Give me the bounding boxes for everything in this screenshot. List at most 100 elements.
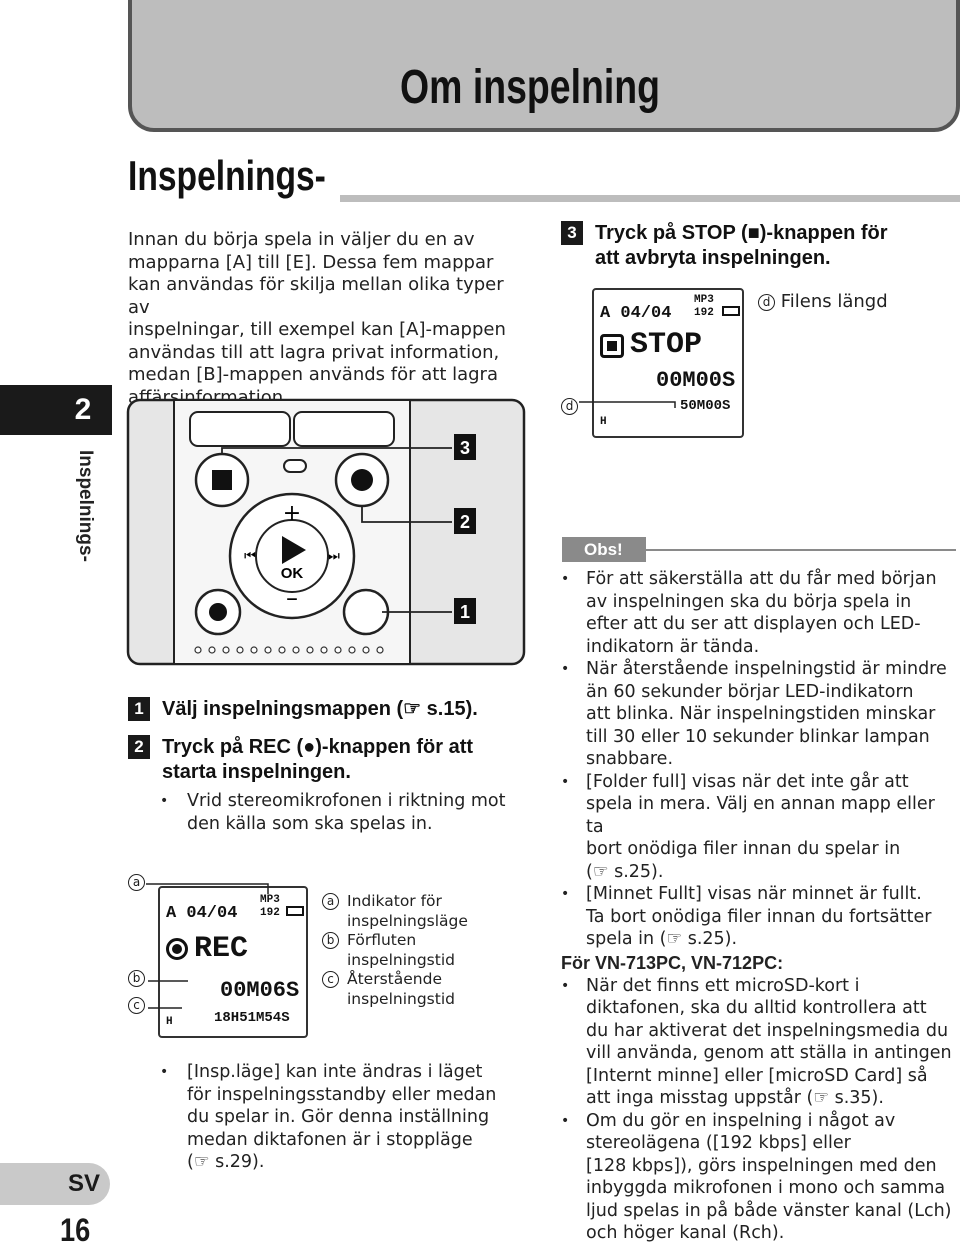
rec-mode-icon	[166, 938, 188, 960]
minus-icon: –	[286, 584, 298, 612]
step-line: starta inspelningen.	[162, 761, 351, 783]
rec-legend: a Indikator för inspelningsläge b Förflu…	[322, 892, 522, 1009]
step-line: Tryck på REC (●)-knappen för att	[162, 736, 474, 758]
bullet-line: du spelar in. Gör denna inställning	[187, 1107, 490, 1127]
elapsed-time: 00M00S	[656, 368, 736, 393]
legend-item: b Förfluten inspelningstid	[322, 931, 522, 970]
format-indicator: MP3	[260, 894, 280, 906]
step-line: att avbryta inspelningen.	[595, 247, 831, 269]
legend-item: a Indikator för inspelningsläge	[322, 892, 522, 931]
language-tab: SV	[0, 1163, 110, 1205]
bullet-dot: •	[561, 886, 570, 902]
ok-label: OK	[281, 565, 304, 582]
callout-line-2	[361, 506, 452, 523]
rec-mode-dot	[172, 944, 182, 954]
remaining-time: 18H51M54S	[214, 1010, 290, 1026]
step-text: Välj inspelningsmappen (☞ s.15).	[162, 698, 478, 720]
callout-box-3	[454, 434, 476, 460]
marker-c: c	[128, 997, 145, 1014]
legend-line: inspelningstid	[347, 950, 455, 969]
intro-line: Innan du börja spela in väljer du en av	[128, 229, 475, 250]
top-button-right	[293, 411, 395, 447]
step-number: 2	[128, 735, 150, 759]
legend-marker: d	[758, 294, 775, 311]
section-title: Inspelnings-	[128, 152, 326, 199]
step-line: Tryck på STOP (■)-knappen för	[595, 222, 888, 244]
mic-indicator: H	[600, 416, 607, 428]
elapsed-time: 00M06S	[220, 978, 300, 1003]
legend-item: c Återstående inspelningstid	[322, 970, 522, 1009]
stop-icon	[212, 470, 232, 490]
plus-icon: +	[283, 501, 301, 526]
legend-marker: b	[322, 932, 339, 949]
marker-d: d	[561, 398, 578, 415]
intro-line: användas till att lagra privat informati…	[128, 341, 500, 363]
step-2: 2 Tryck på REC (●)-knappen för att start…	[128, 735, 538, 783]
rec-icon	[351, 469, 373, 491]
intro-paragraph: Innan du börja spela in väljer du en av …	[128, 229, 528, 409]
mode-label: STOP	[630, 328, 703, 362]
legend-line: Indikator för	[347, 892, 442, 910]
bullet-line: (☞ s.29).	[187, 1152, 265, 1172]
format-indicator: MP3	[694, 294, 714, 306]
stop-marker-leader	[579, 401, 676, 408]
insp-bullet: • [Insp.läge] kan inte ändras i läget fö…	[160, 1061, 540, 1174]
bullet-line: för inspelningsstandby eller medan	[187, 1084, 497, 1105]
bullet-dot: •	[561, 773, 570, 790]
marker-a: a	[128, 874, 145, 891]
rec-marker-leaders	[146, 883, 269, 1009]
step-text: Tryck på STOP (■)-knappen för att avbryt…	[595, 221, 955, 271]
step-3: 3 Tryck på STOP (■)-knappen för att avbr…	[561, 221, 956, 269]
file-length: 50M00S	[680, 398, 731, 414]
step-text: Tryck på REC (●)-knappen för att starta …	[162, 735, 542, 785]
bullet-line: [Insp.läge] kan inte ändras i läget	[187, 1062, 483, 1082]
folder-button-dot	[209, 603, 227, 621]
bullet-dot: •	[561, 1112, 570, 1129]
marker-b: b	[128, 970, 145, 987]
bullet-dot: •	[160, 1064, 169, 1080]
step-2-bullet: • Vrid stereomikrofonen i riktning mot d…	[160, 790, 540, 835]
legend-line: Förfluten	[347, 931, 417, 949]
speaker-grille	[194, 646, 384, 654]
legend-marker: c	[322, 971, 339, 988]
bullet-line: medan diktafonen är i stoppläge	[187, 1129, 473, 1150]
bitrate-indicator: 192	[694, 307, 714, 319]
step-number: 3	[561, 221, 583, 245]
rewind-icon: ⏮	[244, 549, 256, 564]
mic-indicator: H	[166, 1016, 173, 1028]
top-button-left	[189, 411, 291, 447]
erase-button	[342, 588, 390, 636]
callout-line-3	[221, 447, 452, 454]
forward-icon: ⏭	[328, 549, 340, 564]
chapter-vertical-label: Inspelnings-	[75, 450, 96, 562]
rec-lcd: A 04/04 MP3 192 REC 00M06S 18H51M54S H	[158, 886, 308, 1038]
recorder-diagram: OK + – ⏮ ⏭ 3 2 1	[126, 398, 526, 666]
chapter-tab: 2	[0, 385, 112, 435]
battery-icon	[286, 906, 304, 916]
legend-line: inspelningsläge	[347, 911, 468, 930]
obs-label: Obs!	[562, 537, 646, 562]
legend-text: Filens längd	[780, 291, 888, 312]
stop-lcd: A 04/04 MP3 192 STOP 00M00S 50M00S H	[592, 288, 744, 438]
folder-indicator: A 04/04	[166, 904, 238, 923]
callout-1: 1	[460, 602, 470, 622]
callout-2: 2	[460, 512, 470, 532]
callout-box-2	[454, 508, 476, 534]
battery-icon	[722, 306, 740, 316]
rec-screen-figure: a b c A 04/04 MP3 192 REC 00M06S 18H51M5…	[128, 870, 328, 1040]
bitrate-indicator: 192	[260, 907, 280, 919]
bullet-dot: •	[561, 571, 570, 587]
stop-mode-square	[607, 341, 617, 351]
obs-rule	[646, 549, 956, 551]
intro-line: mapparna [A] till [E]. Dessa fem mappar	[128, 251, 494, 273]
intro-line: inspelningar, till exempel kan [A]-mappe…	[128, 319, 506, 340]
bullet-line: Vrid stereomikrofonen i riktning mot	[187, 791, 506, 811]
obs-notes: • För att säkerställa att du får med bör…	[561, 568, 957, 1245]
legend-line: inspelningstid	[347, 989, 455, 1008]
page-number: 16	[60, 1212, 91, 1247]
intro-line: medan [B]-mappen används för att lagra	[128, 364, 498, 385]
legend-marker: a	[322, 893, 339, 910]
obs-bullet: • För att säkerställa att du får med bör…	[561, 569, 937, 657]
